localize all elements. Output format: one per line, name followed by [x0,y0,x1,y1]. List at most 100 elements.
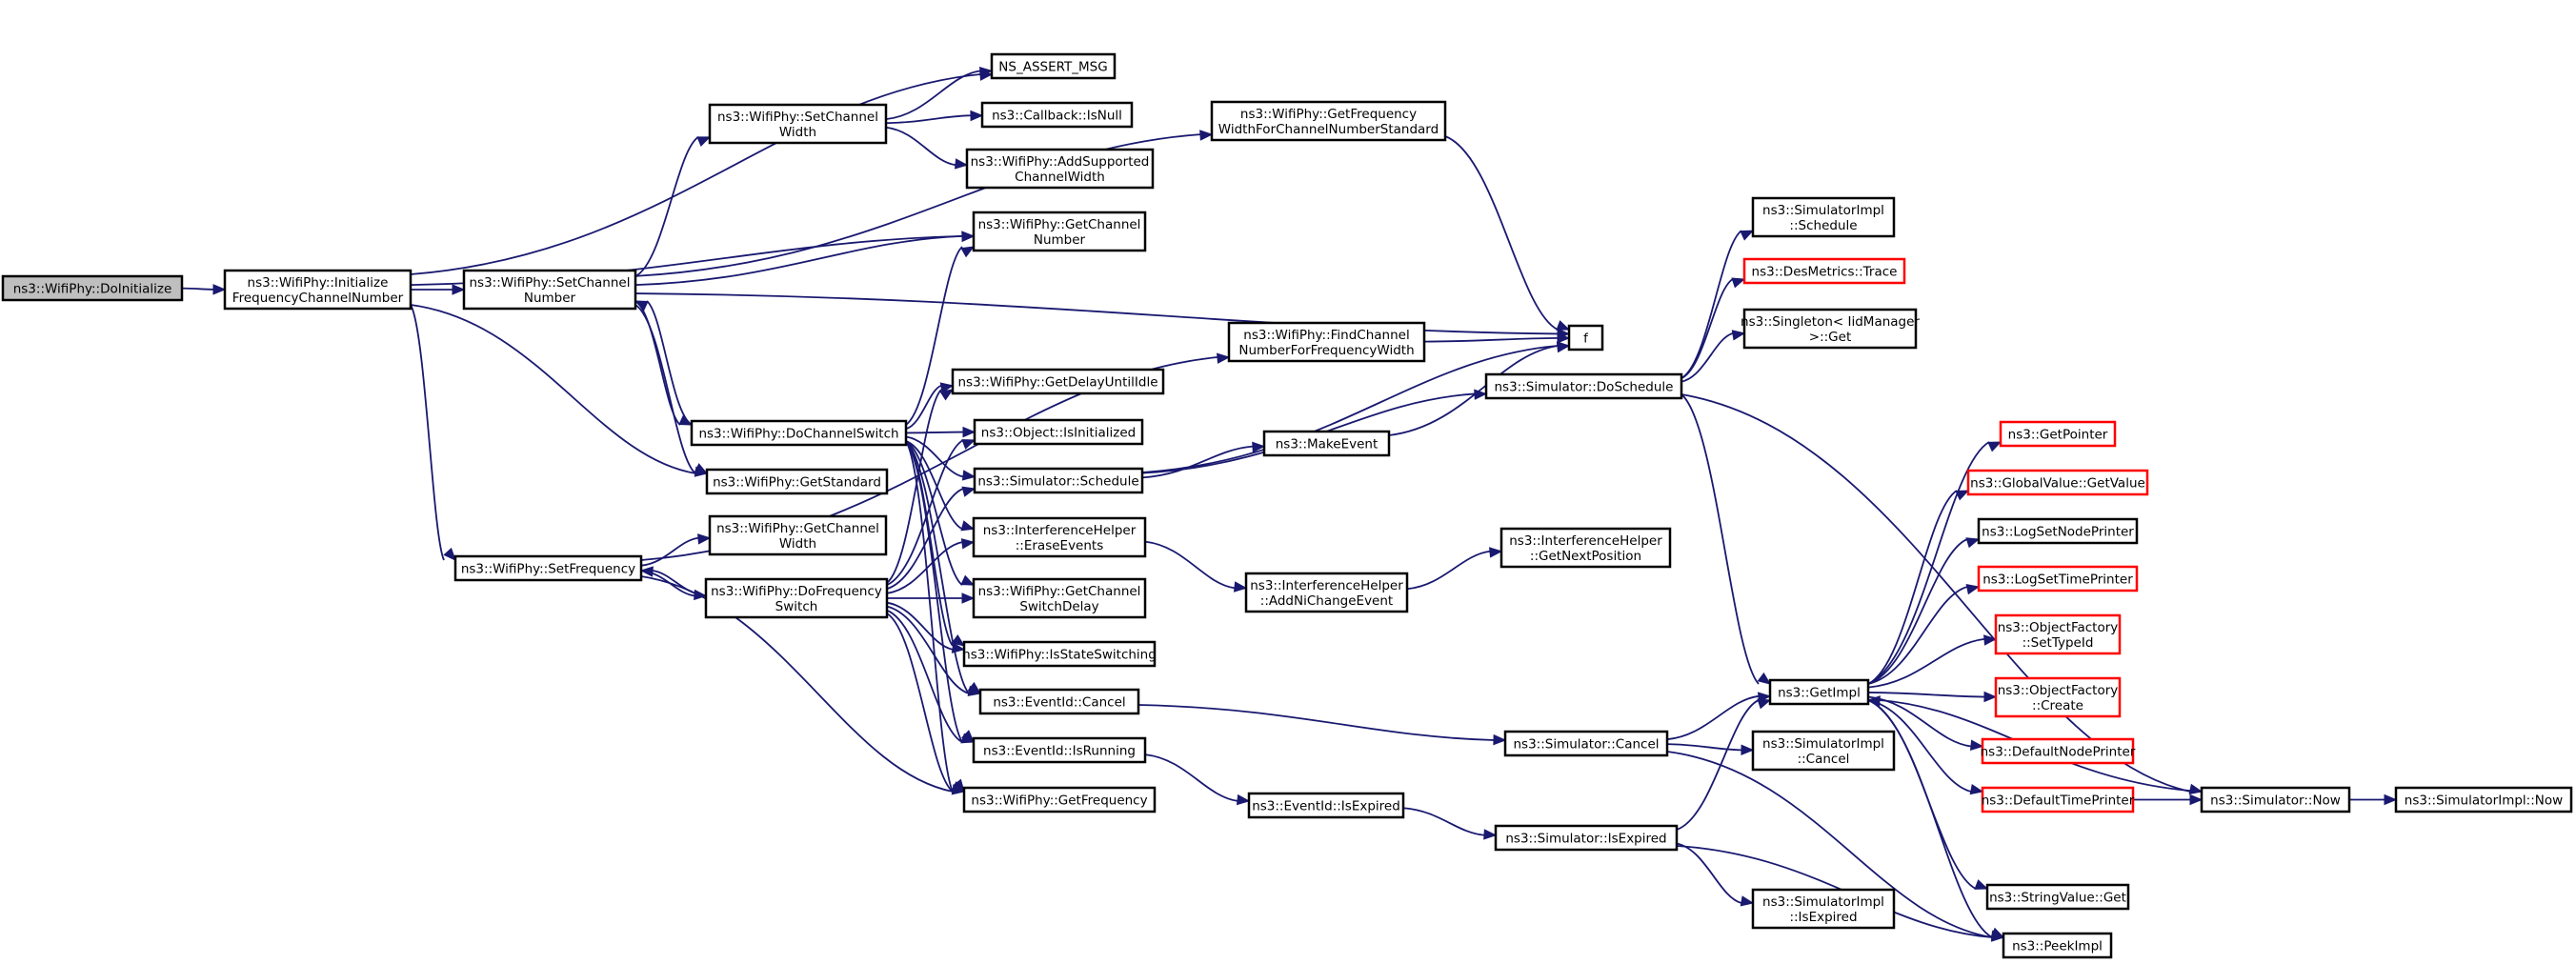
node-peek[interactable]: ns3::PeekImpl [2002,932,2113,959]
node-isinit[interactable]: ns3::Object::IsInitialized [973,418,1144,446]
node-lognode[interactable]: ns3::LogSetNodePrinter [1977,517,2139,545]
node-deftime[interactable]: ns3::DefaultTimePrinter [1982,786,2135,813]
arrowhead-icon [1252,441,1266,453]
node-label: ns3::WifiPhy::DoInitialize [13,282,172,297]
edge-dosched-to-getimpl [1680,393,1772,685]
node-simsched[interactable]: ns3::Simulator::Schedule [973,467,1144,494]
node-label: ns3::StringValue::Get [1989,891,2126,906]
node-box [1262,430,1391,457]
edge-line [1444,135,1559,331]
edge-getimpl-to-strget [1867,699,1989,890]
arrowhead-icon [1741,744,1755,755]
node-dochsw[interactable]: ns3::WifiPhy::DoChannelSwitch [690,419,908,447]
node-getfreq[interactable]: ns3::WifiPhy::GetFrequency [962,786,1157,813]
node-setfreq[interactable]: ns3::WifiPhy::SetFrequency [453,554,643,582]
node-simcancel[interactable]: ns3::Simulator::Cancel [1503,730,1669,757]
node-findch[interactable]: ns3::WifiPhy::FindChannelNumberForFreque… [1227,321,1426,363]
node-dosched[interactable]: ns3::Simulator::DoSchedule [1484,372,1683,400]
node-label: ns3::WifiPhy::IsStateSwitching [962,648,1157,663]
node-defnode[interactable]: ns3::DefaultNodePrinter [1981,737,2136,765]
arrowhead-icon [939,389,955,401]
node-getimpl[interactable]: ns3::GetImpl [1768,678,1870,706]
arrowhead-icon [951,633,966,647]
node-ofcreate[interactable]: ns3::ObjectFactory::Create [1994,676,2122,718]
arrowhead-icon [1489,547,1503,558]
node-box [1751,730,1896,772]
node-label: ns3::Callback::IsNull [992,109,1122,124]
node-evcancel[interactable]: ns3::EventId::Cancel [978,688,1140,715]
node-implexp[interactable]: ns3::SimulatorImpl::IsExpired [1751,888,1896,930]
arrowhead-icon [961,470,976,481]
arrowhead-icon [1199,130,1214,141]
arrowhead-icon [212,284,227,295]
node-getptr[interactable]: ns3::GetPointer [1999,420,2117,448]
node-erase[interactable]: ns3::InterferenceHelper::EraseEvents [972,516,1147,558]
edge-setchnum-to-dochsw [634,300,694,426]
node-simexp[interactable]: ns3::Simulator::IsExpired [1494,824,1679,852]
node-implcancel[interactable]: ns3::SimulatorImpl::Cancel [1751,730,1896,772]
node-label: Number [1034,232,1086,248]
arrowhead-icon [961,439,976,450]
arrowhead-icon [1965,537,1981,549]
node-singleton[interactable]: ns3::Singleton< IidManager >::Get [1741,308,1920,350]
arrowhead-icon [1557,332,1571,344]
node-box [2200,786,2351,813]
edge-line [1402,807,1485,836]
node-box [1247,792,1405,819]
node-label: ns3::InterferenceHelper [983,523,1137,538]
node-ofset[interactable]: ns3::ObjectFactory::SetTypeId [1994,613,2122,655]
edge-dochsw-to-getchnum [905,246,976,426]
node-box [980,101,1134,129]
node-box [962,640,1157,668]
node-implsched[interactable]: ns3::SimulatorImpl::Schedule [1751,196,1896,238]
node-box [1567,324,1604,351]
edge-line [905,440,954,793]
edge-line [1141,345,1559,473]
arrowhead-icon [978,66,994,78]
node-evexp[interactable]: ns3::EventId::IsExpired [1247,792,1405,819]
node-strget[interactable]: ns3::StringValue::Get [1985,883,2130,911]
node-gvget[interactable]: ns3::GlobalValue::GetValue [1966,469,2149,496]
arrowhead-icon [694,463,709,474]
edge-dofreqsw-to-getfreq [886,613,966,793]
node-logtime[interactable]: ns3::LogSetTimePrinter [1977,565,2139,592]
node-box [965,148,1155,190]
node-getnext[interactable]: ns3::InterferenceHelper::GetNextPosition [1499,527,1672,569]
node-isstsw[interactable]: ns3::WifiPhy::IsStateSwitching [962,640,1157,668]
node-getdelay[interactable]: ns3::WifiPhy::GetDelayUntilIdle [951,368,1165,395]
node-getfwcns[interactable]: ns3::WifiPhy::GetFrequencyWidthForChanne… [1210,100,1447,142]
node-assert[interactable]: NS_ASSERT_MSG [990,52,1117,80]
node-isnull[interactable]: ns3::Callback::IsNull [980,101,1134,129]
node-doinit[interactable]: ns3::WifiPhy::DoInitialize [1,274,184,302]
node-getstd[interactable]: ns3::WifiPhy::GetStandard [705,468,889,495]
node-label: ns3::WifiPhy::GetChannel [978,584,1141,599]
node-trace[interactable]: ns3::DesMetrics::Trace [1742,257,1906,285]
node-label: ::GetNextPosition [1530,549,1641,564]
edge-simexp-to-implexp [1676,842,1755,907]
edge-dochsw-to-simsched [905,435,976,481]
edge-getimpl-to-ofset [1867,634,1998,689]
arrowhead-icon [1757,698,1772,710]
node-makeev[interactable]: ns3::MakeEvent [1262,430,1391,457]
node-f[interactable]: f [1567,324,1604,351]
node-initfcn[interactable]: ns3::WifiPhy::InitializeFrequencyChannel… [223,269,413,311]
edge-setchnum-to-getstd [634,304,709,474]
node-label: ns3::LogSetNodePrinter [1982,525,2134,540]
edge-evrun-to-evexp [1144,753,1251,806]
node-evrun[interactable]: ns3::EventId::IsRunning [972,736,1147,764]
edge-getimpl-to-deftime [1867,699,1984,795]
edge-dofreqsw-to-getswd [887,592,976,604]
node-implnow[interactable]: ns3::SimulatorImpl::Now [2394,786,2573,813]
node-box [1981,737,2135,765]
node-addni[interactable]: ns3::InterferenceHelper::AddNiChangeEven… [1244,572,1409,613]
arrowhead-icon [970,110,984,122]
node-simnow[interactable]: ns3::Simulator::Now [2200,786,2351,813]
